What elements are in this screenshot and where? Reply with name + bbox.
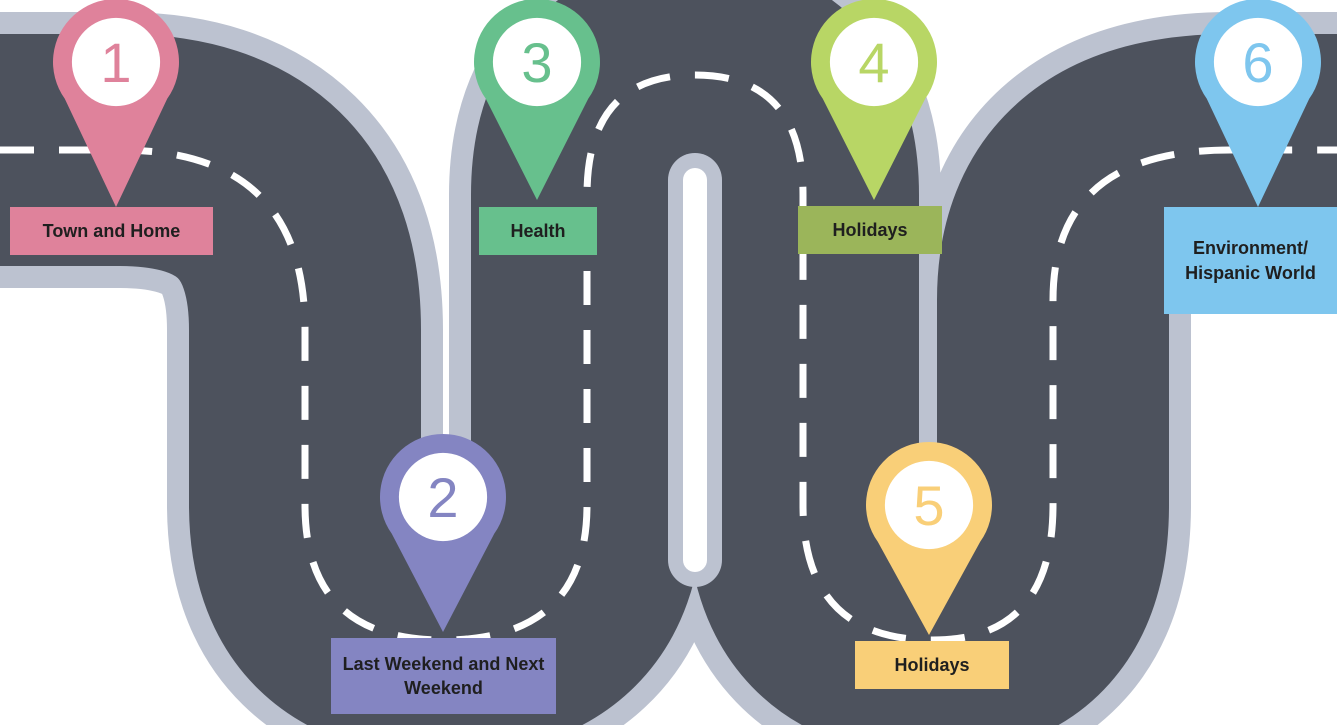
map-pin-3: 3 [474, 0, 600, 200]
pin-number-circle [1213, 17, 1303, 107]
map-pin-1: 1 [53, 0, 179, 207]
pin-number: 6 [1242, 31, 1273, 94]
road-center-dashes [0, 71, 1337, 644]
map-pin-4: 4 [811, 0, 937, 200]
map-pin-2: 2 [380, 434, 506, 632]
label-holidays-5: Holidays [855, 641, 1009, 689]
pin-number: 3 [521, 31, 552, 94]
pin-number: 4 [858, 31, 889, 94]
label-holidays-4: Holidays [798, 206, 942, 254]
pin-number-circle [71, 17, 161, 107]
label-town-and-home: Town and Home [10, 207, 213, 255]
label-last-weekend: Last Weekend and Next Weekend [331, 638, 556, 714]
pin-number-circle [398, 452, 488, 542]
pin-number: 1 [100, 31, 131, 94]
map-pin-6: 6 [1195, 0, 1321, 207]
pin-number: 5 [913, 474, 944, 537]
pin-number: 2 [427, 466, 458, 529]
map-pin-5: 5 [866, 442, 993, 635]
label-health: Health [479, 207, 597, 255]
label-environment-hispanic-world: Environment/ Hispanic World [1164, 207, 1337, 314]
pin-number-circle [884, 460, 974, 550]
pin-number-circle [492, 17, 582, 107]
pin-number-circle [829, 17, 919, 107]
